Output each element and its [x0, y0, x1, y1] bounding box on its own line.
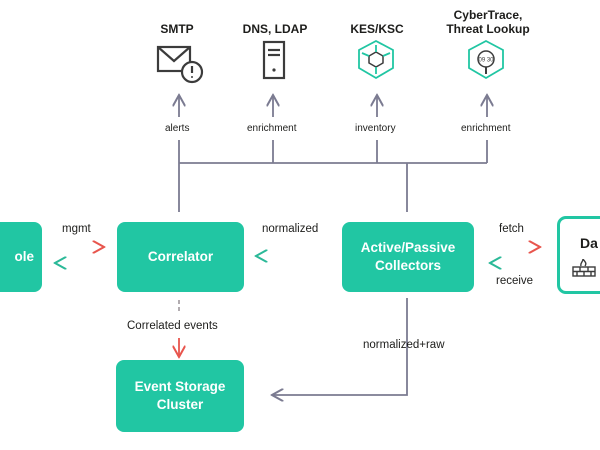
firewall-icon: [572, 259, 596, 277]
edge-label-fetch: fetch: [499, 223, 524, 235]
collectors-node-line1: Active/Passive: [360, 240, 456, 255]
flow-arrows: [55, 247, 540, 357]
threat-lookup-icon: 09 30: [468, 39, 504, 80]
edge-label-correlated-events: Correlated events: [127, 320, 218, 332]
bus-lines: [179, 95, 487, 395]
edge-label-enrichment-cyber: enrichment: [459, 123, 513, 135]
server-icon: [262, 40, 286, 80]
smtp-label: SMTP: [160, 22, 194, 36]
edge-label-mgmt: mgmt: [62, 223, 91, 235]
console-node[interactable]: ole: [0, 222, 42, 292]
kes-ksc-label: KES/KSC: [350, 22, 404, 36]
cybertrace-label-line2: Threat Lookup: [446, 22, 530, 36]
edge-label-receive: receive: [496, 275, 534, 287]
arrow-collectors-to-storage: [272, 298, 408, 395]
cybertrace-label-line1: CyberTrace,: [453, 8, 523, 22]
cybertrace-label: CyberTrace, Threat Lookup: [436, 8, 540, 36]
data-source-node[interactable]: Da: [557, 216, 600, 294]
lookup-badge-text: 09 30: [478, 58, 494, 64]
hexagon-shield-icon: [358, 39, 394, 80]
edge-label-alerts: alerts: [163, 123, 192, 135]
mail-alert-icon: [156, 45, 204, 84]
edge-label-enrichment-dns: enrichment: [245, 123, 299, 135]
event-storage-node-line1: Event Storage: [134, 379, 226, 394]
edge-label-normalized-raw: normalized+raw: [363, 339, 445, 351]
event-storage-node-line2: Cluster: [156, 397, 204, 412]
edge-label-normalized: normalized: [262, 223, 319, 235]
collectors-node-line2: Collectors: [374, 258, 442, 273]
correlator-node[interactable]: Correlator: [117, 222, 244, 292]
edge-label-inventory: inventory: [353, 123, 398, 135]
event-storage-node[interactable]: Event Storage Cluster: [116, 360, 244, 432]
dns-ldap-label: DNS, LDAP: [242, 22, 308, 36]
collectors-node[interactable]: Active/Passive Collectors: [342, 222, 474, 292]
correlator-node-label: Correlator: [147, 249, 214, 264]
console-node-label: ole: [14, 249, 34, 264]
data-source-node-label: Da: [580, 235, 598, 251]
